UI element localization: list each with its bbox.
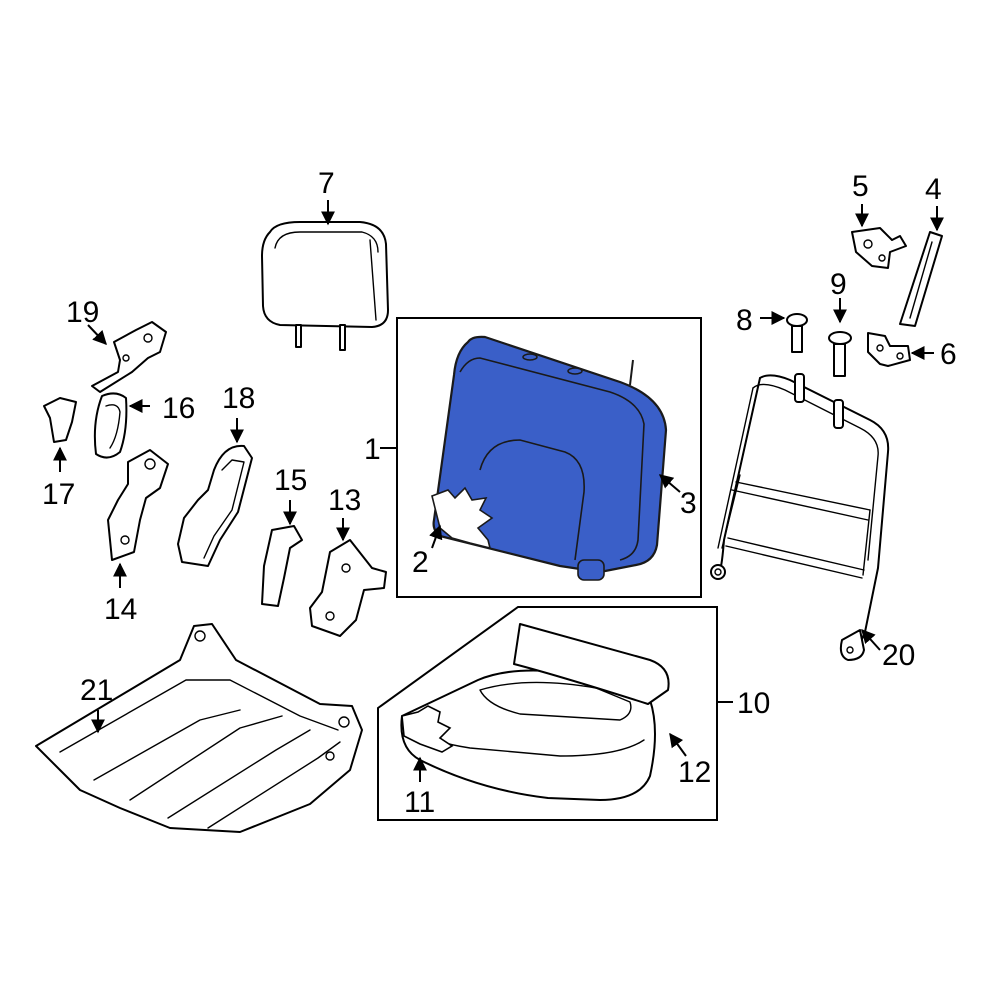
side-cover-part[interactable]: [93, 392, 128, 459]
callout-6: 6: [940, 338, 957, 371]
callout-20: 20: [882, 639, 915, 672]
callout-labels: 1 2 3 4 5 6 7 8 9 10 11 12 13 14 15 16 1…: [42, 167, 957, 819]
callout-3: 3: [680, 487, 697, 520]
callout-17: 17: [42, 478, 75, 511]
mount-bracket-part[interactable]: [261, 525, 303, 607]
seat-back-group-box: [396, 317, 702, 598]
callout-1: 1: [364, 433, 381, 466]
seat-back-cover-part[interactable]: [431, 335, 668, 581]
callout-8: 8: [736, 304, 753, 337]
leader-lines: [53, 200, 944, 782]
bolt-long-part[interactable]: [828, 331, 852, 377]
callout-14: 14: [104, 593, 137, 626]
callout-2: 2: [412, 546, 429, 579]
callout-18: 18: [222, 382, 255, 415]
callout-5: 5: [852, 170, 869, 203]
seat-cushion-group-box: [377, 606, 718, 821]
hinge-part[interactable]: [309, 539, 387, 637]
callout-15: 15: [274, 464, 307, 497]
callout-7: 7: [318, 167, 335, 200]
seat-back-highlight: [432, 335, 668, 574]
callout-19: 19: [66, 296, 99, 329]
bracket-part[interactable]: [867, 332, 911, 367]
callout-10: 10: [737, 687, 770, 720]
side-trim-panel-part[interactable]: [177, 444, 253, 567]
trim-strip-part[interactable]: [899, 231, 943, 327]
callout-9: 9: [830, 268, 847, 301]
hinge-bracket-part[interactable]: [107, 449, 169, 561]
callout-12: 12: [678, 756, 711, 789]
clip-part[interactable]: [43, 397, 77, 443]
callout-11: 11: [404, 786, 435, 819]
callout-4: 4: [925, 173, 942, 206]
latch-part[interactable]: [851, 227, 907, 269]
callout-16: 16: [162, 392, 195, 425]
callout-21: 21: [80, 674, 113, 707]
bolt-part[interactable]: [786, 313, 808, 353]
seat-frame-part[interactable]: [35, 623, 363, 833]
callout-13: 13: [328, 484, 361, 517]
seat-back-frame-part[interactable]: [710, 373, 890, 661]
seat-cushion-part[interactable]: [400, 623, 670, 801]
side-bracket-part[interactable]: [91, 321, 167, 393]
headrest-part[interactable]: [261, 221, 389, 351]
